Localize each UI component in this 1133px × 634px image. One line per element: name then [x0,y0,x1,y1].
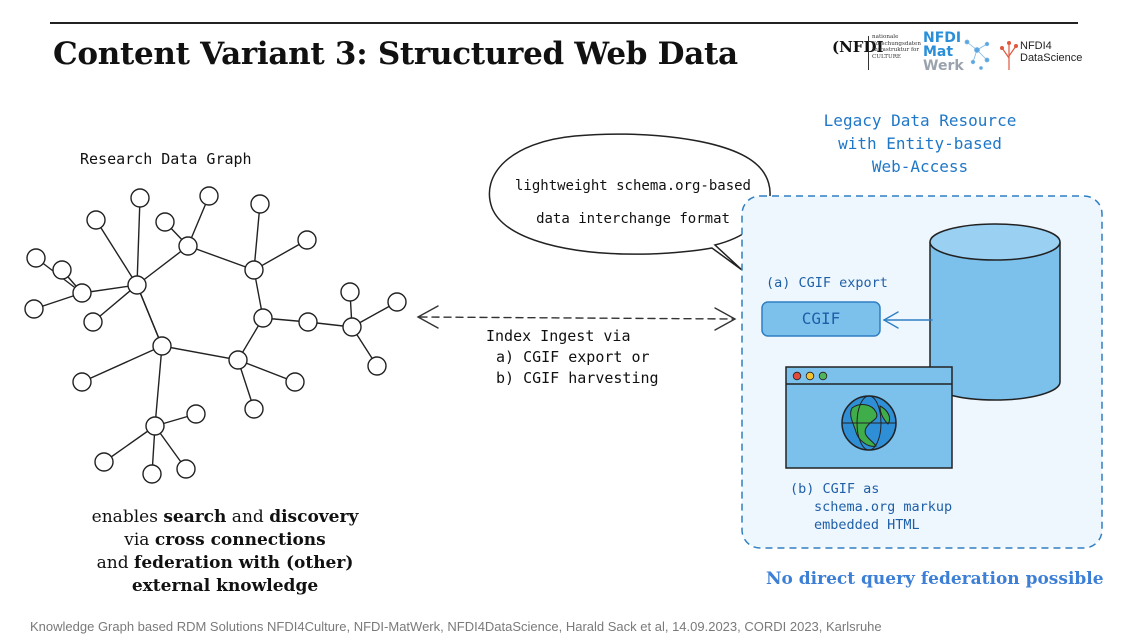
slide-footer: Knowledge Graph based RDM Solutions NFDI… [30,619,882,634]
ingest-line-1: Index Ingest via [486,327,631,345]
top-rule [50,22,1078,24]
page-title: Content Variant 3: Structured Web Data [53,36,738,72]
enables-external-knowledge: external knowledge [131,576,319,596]
datascience-wordmark: NFDI4 DataScience [1020,40,1082,64]
markup-line-1: (b) CGIF as [790,481,880,497]
enables-text-4: and [96,553,134,573]
enables-line-4: external knowledge [40,575,410,598]
matwerk-network-icon [964,39,990,70]
research-data-graph [33,195,398,475]
enables-federation: federation with (other) [134,553,354,573]
enables-statement: enables search and discovery via cross c… [40,506,410,598]
cgif-box [761,301,881,337]
bubble-line-2: data interchange format [536,211,730,227]
globe-icon [841,395,897,451]
bubble-line-1: lightweight schema.org-based [514,178,751,194]
markup-line-2: schema.org markup [814,499,953,515]
database-cylinder-icon [929,223,1061,401]
enables-line-3: and federation with (other) [40,552,410,575]
enables-text-1: enables [91,507,164,527]
matwerk-line-3: Werk [923,58,964,74]
cgif-box-label: CGIF [801,309,841,328]
enables-line-2: via cross connections [40,529,410,552]
cgif-arrow [882,311,933,329]
logo-strip: (NFDI nationale Forschungsdaten Infrastr… [830,30,1082,76]
speech-bubble [488,133,771,271]
logo-divider [868,36,869,70]
enables-text-2: and [226,507,270,527]
ingest-line-3: b) CGIF harvesting [496,369,659,387]
matwerk-line-1: NFDI [923,30,962,46]
graph-title: Research Data Graph [80,150,252,168]
legacy-resource-title: Legacy Data Resource with Entity-based W… [790,109,1050,178]
nfdi4culture-logo: (NFDI nationale Forschungsdaten Infrastr… [830,34,922,76]
datascience-line-2: DataScience [1020,52,1083,64]
nfdi4datascience-logo: NFDI4 DataScience [998,40,1082,74]
enables-discovery: discovery [269,507,359,527]
ingest-label: Index Ingest via a) CGIF export or b) CG… [486,326,659,389]
nfdi4culture-subtitle: nationale Forschungsdaten Infrastruktur … [872,34,921,60]
bubble-text: lightweight schema.org-based data interc… [508,170,758,236]
enables-line-1: enables search and discovery [40,506,410,529]
datascience-tree-icon [1000,41,1018,70]
legacy-line-3: Web-Access [871,157,969,176]
matwerk-line-2: Mat [923,44,954,60]
cgif-markup-label: (b) CGIF as schema.org markup embedded H… [790,480,952,534]
markup-line-3: embedded HTML [814,517,920,533]
nfdi4culture-mark: (NFDI [832,38,884,56]
ingest-line-2: a) CGIF export or [496,348,650,366]
graph-nodes [24,186,407,484]
datascience-line-1: NFDI4 [1020,40,1052,52]
enables-cross-connections: cross connections [154,530,326,550]
no-federation-note: No direct query federation possible [766,569,1104,589]
cgif-export-label: (a) CGIF export [766,275,888,291]
nfdi-matwerk-logo: NFDI Mat Werk [923,30,993,76]
legacy-line-2: with Entity-based [838,134,1002,153]
enables-text-3: via [124,530,155,550]
enables-search: search [163,507,227,527]
legacy-line-1: Legacy Data Resource [823,111,1017,130]
ingest-arrow [416,305,737,331]
